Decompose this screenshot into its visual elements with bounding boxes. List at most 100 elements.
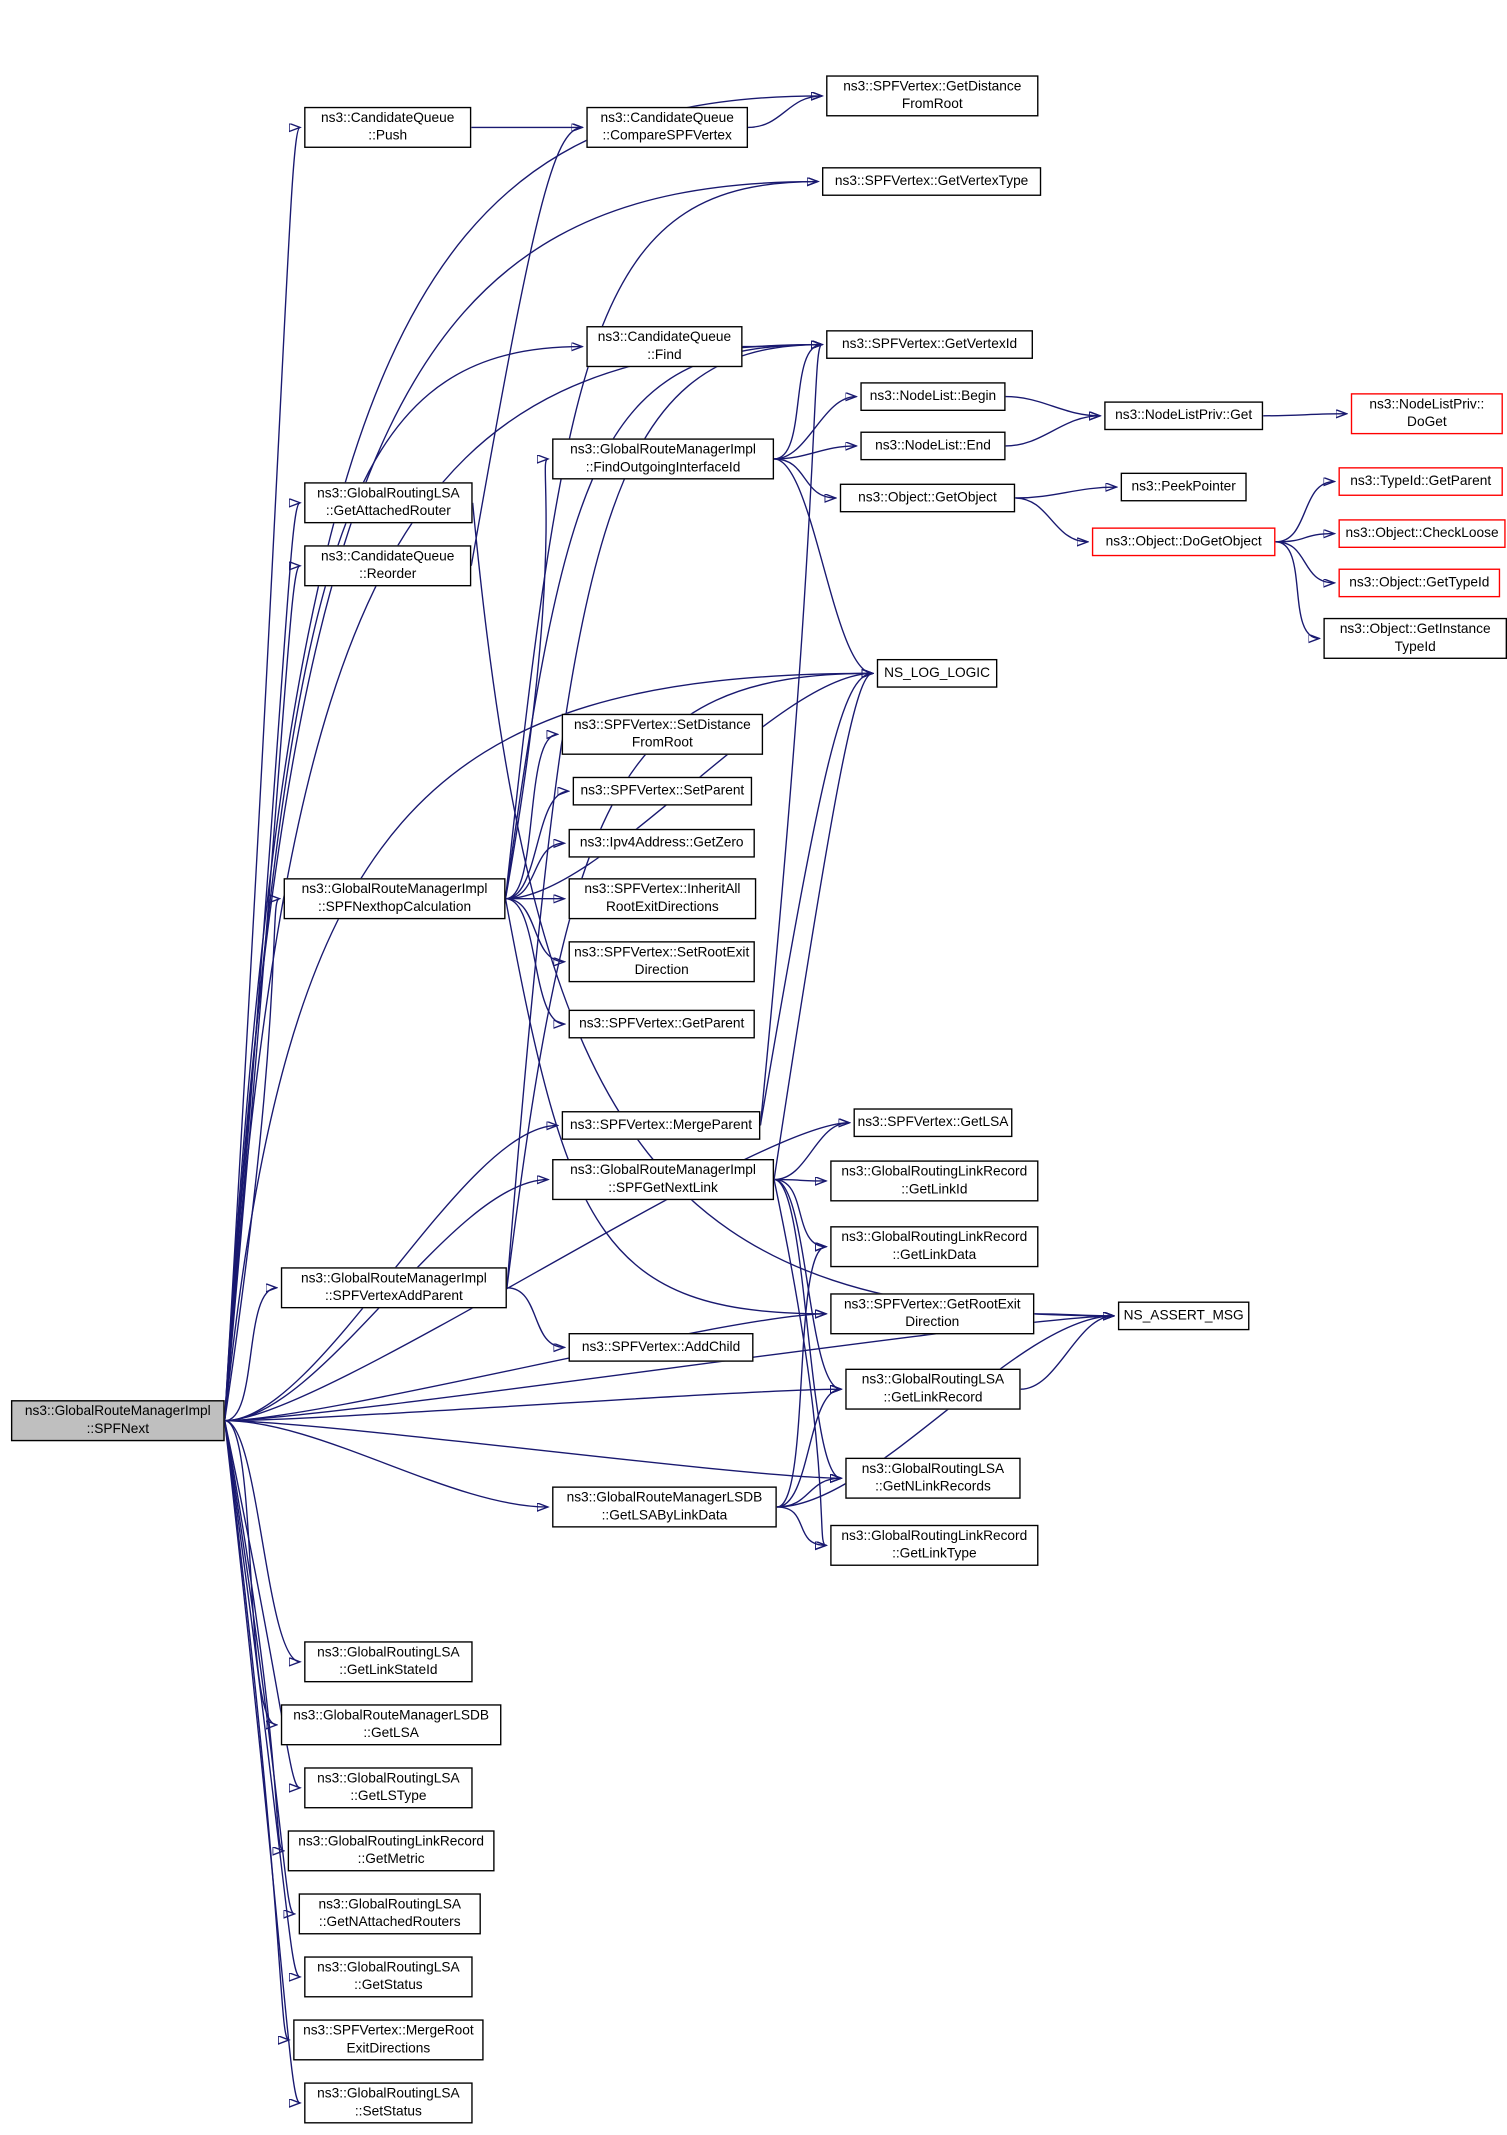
edge-spfnext-to-nslog [223, 673, 873, 1421]
node-label: ns3::TypeId::GetParent [1350, 473, 1492, 489]
node-getvertextype[interactable]: ns3::SPFVertex::GetVertexType [822, 167, 1042, 196]
node-label: ::GetMetric [357, 1852, 425, 1868]
node-dogetobject[interactable]: ns3::Object::DoGetObject [1091, 527, 1276, 557]
edge-dogetobject-to-checkloose [1275, 534, 1334, 543]
node-label: ns3::SPFVertex::InheritAll [584, 882, 741, 898]
node-label: ::Reorder [359, 567, 417, 583]
node-getparent[interactable]: ns3::SPFVertex::GetParent [568, 1009, 755, 1039]
node-nodelistprivdoget[interactable]: ns3::NodeListPriv::DoGet [1350, 393, 1503, 435]
node-find[interactable]: ns3::CandidateQueue::Find [586, 326, 743, 368]
node-nslog[interactable]: NS_LOG_LOGIC [876, 658, 998, 688]
edge-spfnext-to-getnlinkrecords [224, 1420, 842, 1479]
node-label: ns3::GlobalRouteManagerLSDB [293, 1708, 490, 1724]
node-spfvertexaddparent[interactable]: ns3::GlobalRouteManagerImpl::SPFVertexAd… [280, 1267, 507, 1309]
node-setstatus[interactable]: ns3::GlobalRoutingLSA::SetStatus [304, 2082, 473, 2124]
edge-spfnext-to-getlinkstateid [224, 1420, 300, 1662]
node-label: ns3::Object::GetTypeId [1349, 575, 1490, 591]
node-getlinktype[interactable]: ns3::GlobalRoutingLinkRecord::GetLinkTyp… [830, 1524, 1039, 1566]
node-label: ns3::GlobalRouteManagerImpl [301, 882, 488, 898]
node-getlsa[interactable]: ns3::SPFVertex::GetLSA [853, 1108, 1013, 1138]
edge-spfnexthop-to-getvertexid [504, 345, 822, 899]
node-label: ::SPFNexthopCalculation [318, 900, 472, 916]
node-getzero[interactable]: ns3::Ipv4Address::GetZero [568, 828, 755, 858]
edge-spfnext-to-getlsabylinkdata [224, 1420, 548, 1507]
node-nodelistbegin[interactable]: ns3::NodeList::Begin [860, 382, 1006, 411]
edge-findout-to-nodelistend [774, 446, 856, 460]
node-getypeid[interactable]: ns3::Object::GetTypeId [1338, 568, 1501, 598]
node-getlinkrecord[interactable]: ns3::GlobalRoutingLSA::GetLinkRecord [845, 1368, 1021, 1410]
node-setparent[interactable]: ns3::SPFVertex::SetParent [572, 776, 753, 806]
node-getnattachedrouters[interactable]: ns3::GlobalRoutingLSA::GetNAttachedRoute… [298, 1893, 481, 1935]
edge-spfgetnextlink-to-getlinktype [773, 1179, 826, 1546]
node-label: ns3::SPFVertex::GetVertexId [841, 336, 1018, 352]
node-label: ns3::GlobalRouteManagerImpl [570, 442, 756, 458]
node-getnlinkrecords[interactable]: ns3::GlobalRoutingLSA::GetNLinkRecords [845, 1457, 1021, 1499]
node-lsdbgetlsa[interactable]: ns3::GlobalRouteManagerLSDB::GetLSA [280, 1704, 502, 1746]
node-label: ::SetStatus [354, 2104, 422, 2120]
node-label: TypeId [1394, 639, 1436, 655]
node-label: ns3::SPFVertex::GetLSA [857, 1115, 1009, 1131]
node-nodelistend[interactable]: ns3::NodeList::End [860, 431, 1006, 461]
node-label: ns3::CandidateQueue [600, 110, 734, 126]
node-getlstype[interactable]: ns3::GlobalRoutingLSA::GetLSType [304, 1767, 473, 1809]
node-label: Direction [634, 963, 689, 979]
edge-getlinkrecord-to-nsassert [1020, 1316, 1114, 1390]
node-getattachedrouter[interactable]: ns3::GlobalRoutingLSA::GetAttachedRouter [304, 482, 473, 524]
node-checkloose[interactable]: ns3::Object::CheckLoose [1338, 519, 1506, 548]
node-label: ns3::GlobalRoutingLinkRecord [841, 1164, 1028, 1180]
edge-spfnexthop-to-setdistancefromroot [505, 734, 558, 900]
edge-spfnexthop-to-getvertextype [504, 182, 818, 899]
edge-spfnext-to-setstatus [223, 1420, 300, 2103]
node-getlinkid[interactable]: ns3::GlobalRoutingLinkRecord::GetLinkId [830, 1160, 1039, 1202]
node-getmetric[interactable]: ns3::GlobalRoutingLinkRecord::GetMetric [287, 1830, 495, 1872]
node-getlsabylinkdata[interactable]: ns3::GlobalRouteManagerLSDB::GetLSAByLin… [552, 1486, 777, 1528]
node-label: ns3::SPFVertex::SetDistance [574, 717, 751, 733]
edge-spfgetnextlink-to-nslog [773, 673, 873, 1180]
edge-spfnext-to-spfnexthop [224, 899, 280, 1421]
node-getlinkstateid[interactable]: ns3::GlobalRoutingLSA::GetLinkStateId [304, 1641, 473, 1683]
node-typeidgetparent[interactable]: ns3::TypeId::GetParent [1338, 467, 1503, 496]
node-compare[interactable]: ns3::CandidateQueue::CompareSPFVertex [586, 106, 749, 148]
node-peekpointer[interactable]: ns3::PeekPointer [1120, 472, 1247, 502]
edge-dogetobject-to-getypeid [1275, 541, 1334, 583]
node-findout[interactable]: ns3::GlobalRouteManagerImpl::FindOutgoin… [552, 438, 775, 480]
node-getvertexid[interactable]: ns3::SPFVertex::GetVertexId [826, 330, 1033, 359]
node-label: NS_ASSERT_MSG [1123, 1308, 1244, 1324]
node-label: ::GetNAttachedRouters [318, 1915, 461, 1931]
node-getstatus[interactable]: ns3::GlobalRoutingLSA::GetStatus [304, 1956, 473, 1998]
node-label: ::SPFNext [86, 1422, 150, 1438]
edge-spfnext-to-reorder [223, 566, 300, 1421]
edge-spfnexthop-to-getrootexit [504, 898, 827, 1314]
node-nodelistprivget[interactable]: ns3::NodeListPriv::Get [1104, 401, 1264, 431]
edge-spfnext-to-getnattachedrouters [224, 1420, 295, 1914]
node-spfgetnextlink[interactable]: ns3::GlobalRouteManagerImpl::SPFGetNextL… [552, 1159, 775, 1201]
node-label: ns3::SPFVertex::SetRootExit [574, 945, 750, 961]
node-label: ns3::Object::CheckLoose [1345, 525, 1499, 542]
edge-dogetobject-to-typeidgetparent [1275, 482, 1334, 543]
node-spfnexthop[interactable]: ns3::GlobalRouteManagerImpl::SPFNexthopC… [283, 878, 506, 920]
edge-nodelistend-to-nodelistprivget [1005, 416, 1101, 447]
node-label: ns3::SPFVertex::GetRootExit [843, 1297, 1021, 1313]
node-label: RootExitDirections [606, 900, 719, 916]
node-label: ns3::GlobalRoutingLSA [317, 1771, 460, 1787]
edge-spfgetnextlink-to-getnlinkrecords [773, 1178, 841, 1479]
node-reorder[interactable]: ns3::CandidateQueue::Reorder [304, 545, 472, 587]
edge-spfgetnextlink-to-getlinkid [774, 1180, 826, 1181]
node-getlinkdata[interactable]: ns3::GlobalRoutingLinkRecord::GetLinkDat… [830, 1226, 1039, 1268]
node-push[interactable]: ns3::CandidateQueue::Push [304, 106, 472, 148]
node-nsassert[interactable]: NS_ASSERT_MSG [1117, 1301, 1250, 1331]
edge-spfgetnextlink-to-getlinkrecord [773, 1178, 841, 1390]
edge-getobject-to-peekpointer [1015, 487, 1116, 499]
node-addchild[interactable]: ns3::SPFVertex::AddChild [568, 1333, 754, 1362]
node-getobject[interactable]: ns3::Object::GetObject [839, 483, 1016, 513]
node-mergeparent[interactable]: ns3::SPFVertex::MergeParent [561, 1111, 761, 1140]
